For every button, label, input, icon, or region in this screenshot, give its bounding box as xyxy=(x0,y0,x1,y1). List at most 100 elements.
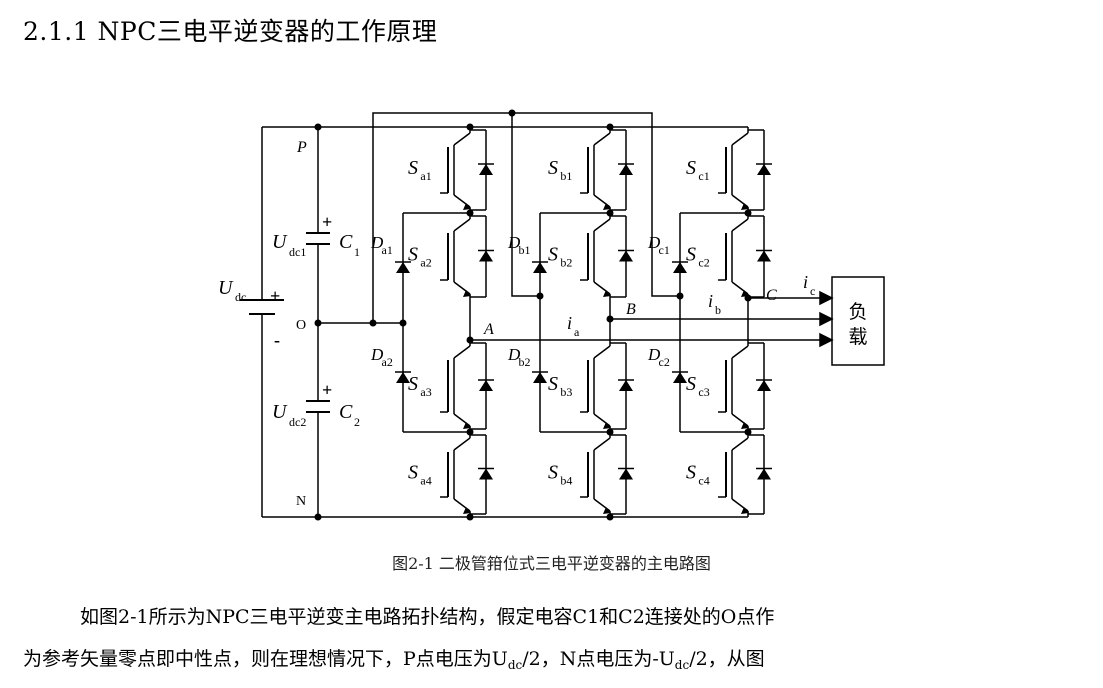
clamp-label-a1-main: D xyxy=(370,233,384,252)
clamp-diode-db1 xyxy=(532,261,548,273)
current-a-sub: a xyxy=(574,325,580,339)
source-minus: - xyxy=(274,330,280,350)
current-b-sub: b xyxy=(715,303,721,317)
switch-label-c1-sub: c1 xyxy=(698,169,709,183)
paragraph-line-1: 如图2-1所示为NPC三电平逆变主电路拓扑结构，假定电容C1和C2连接处的O点作 xyxy=(80,606,775,628)
switch-s-a4 xyxy=(440,432,494,517)
paragraph-subscript: dc xyxy=(674,658,690,672)
switch-s-b3 xyxy=(580,340,634,432)
switch-label-b3-main: S xyxy=(548,373,558,395)
paragraph-line-2: 为参考矢量零点即中性点，则在理想情况下，P点电压为Udc/2，N点电压为-Udc… xyxy=(23,644,765,672)
switch-label-c4-sub: c4 xyxy=(698,474,709,488)
phase-legs xyxy=(395,127,772,517)
current-b-main: i xyxy=(708,291,713,311)
clamp-diode-dc2 xyxy=(672,371,688,383)
switch-label-b4-sub: b4 xyxy=(560,474,572,488)
switch-label-c3-main: S xyxy=(686,373,696,395)
source-plus: + xyxy=(270,286,280,306)
cap1-name-sub: 1 xyxy=(354,245,360,259)
switch-label-a1-main: S xyxy=(408,157,418,179)
clamp-label-a2-main: D xyxy=(370,345,384,364)
switch-label-a2-main: S xyxy=(408,244,418,266)
clamp-label-c2-main: D xyxy=(647,345,661,364)
clamp-label-b2-main: D xyxy=(507,345,521,364)
clamp-label-b1-sub: b1 xyxy=(519,243,531,257)
switch-label-b1-main: S xyxy=(548,157,558,179)
switch-s-a1 xyxy=(440,127,494,213)
node-o-label: O xyxy=(296,318,306,333)
load-box xyxy=(831,276,885,366)
dc-bus-wires xyxy=(261,112,748,518)
switch-label-b3-sub: b3 xyxy=(560,385,572,399)
cap2-voltage-sub: dc2 xyxy=(289,415,306,429)
node-n-label: N xyxy=(296,494,306,509)
npc-inverter-circuit-diagram: P O N A B C U dc + - U dc1 C 1 + U dc2 C… xyxy=(218,109,885,521)
clamp-diode-da1 xyxy=(395,261,411,273)
node-p-label: P xyxy=(296,139,307,156)
source-label-main: U xyxy=(218,277,234,299)
switch-label-b1-sub: b1 xyxy=(560,169,572,183)
clamp-diode-dc1 xyxy=(672,261,688,273)
clamp-label-c1-sub: c1 xyxy=(659,243,670,257)
clamp-label-b2-sub: b2 xyxy=(519,355,531,369)
switch-label-a3-main: S xyxy=(408,373,418,395)
figure-caption: 图2-1 二极管箝位式三电平逆变器的主电路图 xyxy=(392,554,711,573)
switch-s-c4 xyxy=(718,432,772,517)
source-label-sub: dc xyxy=(235,290,246,304)
switch-label-c2-sub: c2 xyxy=(698,256,709,270)
cap2-voltage-main: U xyxy=(272,401,288,423)
load-label-1: 负 xyxy=(848,301,867,323)
switch-label-c3-sub: c3 xyxy=(698,385,709,399)
switch-label-c1-main: S xyxy=(686,157,696,179)
clamp-label-a2-sub: a2 xyxy=(382,355,393,369)
output-lines xyxy=(470,290,834,348)
load-label-2: 载 xyxy=(848,326,867,348)
node-a-label: A xyxy=(483,321,494,338)
node-c-label: C xyxy=(766,287,777,304)
switch-label-c4-main: S xyxy=(686,462,696,484)
switch-s-c1 xyxy=(718,127,772,213)
paragraph-subscript: dc xyxy=(507,658,523,672)
switch-s-c3 xyxy=(718,340,772,432)
junction-dots xyxy=(314,109,752,521)
switch-label-a2-sub: a2 xyxy=(420,256,431,270)
capacitor-c2 xyxy=(306,400,330,413)
switch-s-b2 xyxy=(580,213,634,300)
clamp-label-a1-sub: a1 xyxy=(382,243,393,257)
switch-label-a1-sub: a1 xyxy=(420,169,431,183)
current-c-main: i xyxy=(803,272,808,292)
switch-label-b2-main: S xyxy=(548,244,558,266)
cap1-plus: + xyxy=(322,212,332,232)
phase-leg-b xyxy=(532,127,634,517)
clamp-diode-db2 xyxy=(532,371,548,383)
paragraph-text: /2，N点电压为-U xyxy=(522,648,675,670)
clamp-label-b1-main: D xyxy=(507,233,521,252)
switch-s-a3 xyxy=(440,340,494,432)
switch-label-b4-main: S xyxy=(548,462,558,484)
clamp-diode-da2 xyxy=(395,371,411,383)
phase-leg-c xyxy=(672,127,772,517)
cap2-name-sub: 2 xyxy=(354,415,360,429)
cap1-name-main: C xyxy=(339,231,353,253)
switch-label-c2-main: S xyxy=(686,244,696,266)
switch-label-a4-sub: a4 xyxy=(420,474,431,488)
section-heading: 2.1.1 NPC三电平逆变器的工作原理 xyxy=(23,17,438,46)
paragraph-text: /2，从图 xyxy=(689,648,765,670)
current-a-main: i xyxy=(567,313,572,333)
switch-s-b4 xyxy=(580,432,634,517)
switch-s-a2 xyxy=(440,213,494,300)
capacitor-c1 xyxy=(306,232,330,245)
cap1-voltage-main: U xyxy=(272,231,288,253)
phase-leg-a xyxy=(395,127,494,517)
cap1-voltage-sub: dc1 xyxy=(289,245,306,259)
dc-source xyxy=(240,299,284,323)
clamp-label-c1-main: D xyxy=(647,233,661,252)
switch-label-a3-sub: a3 xyxy=(420,385,431,399)
paragraph-text: 为参考矢量零点即中性点，则在理想情况下，P点电压为U xyxy=(23,648,508,670)
switch-label-a4-main: S xyxy=(408,462,418,484)
node-b-label: B xyxy=(626,301,636,318)
switch-label-b2-sub: b2 xyxy=(560,256,572,270)
current-c-sub: c xyxy=(810,284,815,298)
cap2-name-main: C xyxy=(339,401,353,423)
switch-s-c2 xyxy=(718,213,772,300)
